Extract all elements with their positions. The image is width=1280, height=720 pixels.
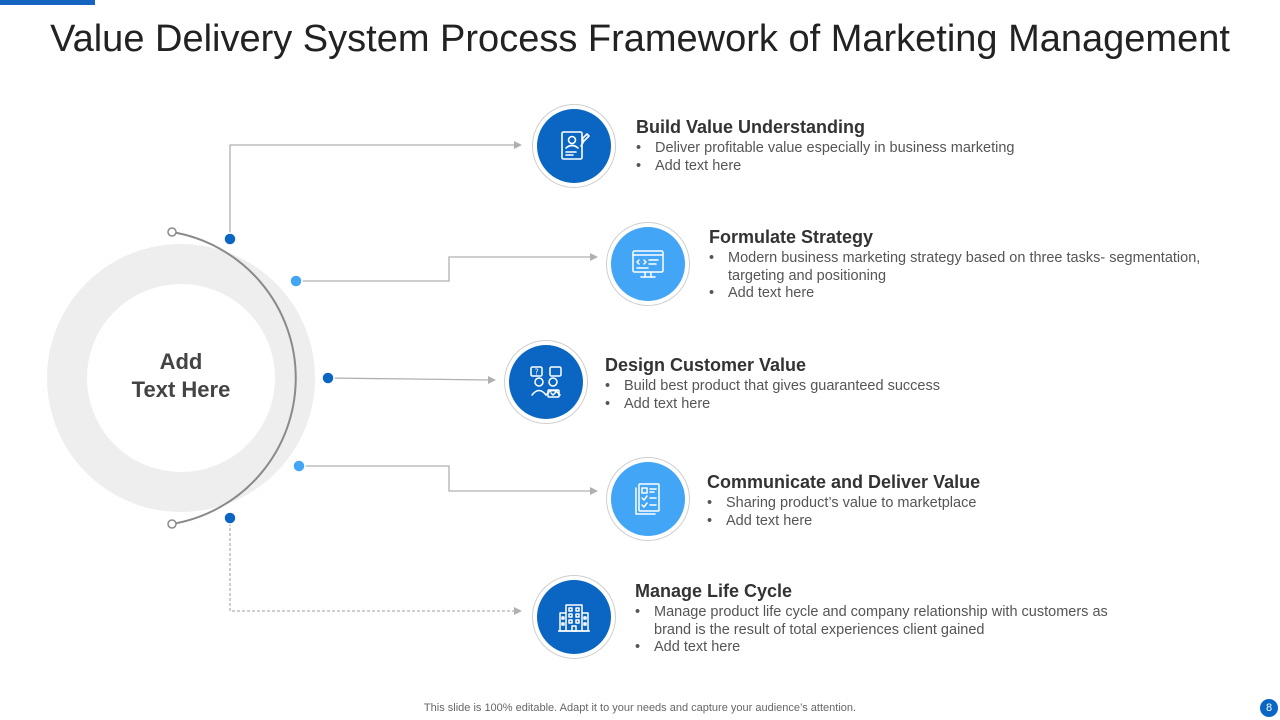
step-5-text: Manage Life Cycle Manage product life cy… — [635, 581, 1108, 657]
step-2-text: Formulate Strategy Modern business marke… — [709, 227, 1200, 303]
connector-5 — [229, 518, 516, 612]
center-label-line1: Add — [159, 349, 203, 374]
connector-4 — [299, 465, 592, 492]
step-1-bullet: Deliver profitable value especially in b… — [636, 140, 1014, 158]
step-5-bullet: Manage product life cycle and company re… — [635, 604, 1108, 639]
step-4-bullet: Add text here — [707, 513, 980, 531]
connector-3 — [327, 377, 491, 381]
arc-start-dot — [167, 227, 177, 237]
center-label: Add Text Here — [101, 348, 261, 404]
slide-title: Value Delivery System Process Framework … — [50, 18, 1230, 60]
arc-node-4 — [292, 459, 306, 473]
arc-node-2 — [289, 274, 303, 288]
step-5-icon-circle — [532, 575, 616, 659]
arrowhead-4 — [590, 487, 598, 495]
step-3-bullet: Add text here — [605, 396, 940, 414]
arc-node-3 — [321, 371, 335, 385]
step-4-icon-circle — [606, 457, 690, 541]
arrowhead-3 — [488, 376, 496, 384]
step-3-title: Design Customer Value — [605, 355, 807, 375]
connector-2 — [296, 256, 592, 282]
step-5-bullet-line2: brand is the result of total experiences… — [654, 621, 985, 638]
step-4-text: Communicate and Deliver Value Sharing pr… — [707, 472, 980, 530]
step-3-text: Design Customer Value Build best product… — [605, 355, 940, 413]
step-5-bullet: Add text here — [635, 639, 1108, 657]
connector-1 — [229, 144, 516, 239]
arc-node-5 — [223, 511, 237, 525]
step-2-bullet-line1: Modern business marketing strategy based… — [728, 250, 1201, 266]
svg-text:?: ? — [535, 368, 539, 377]
footer-note: This slide is 100% editable. Adapt it to… — [423, 702, 857, 714]
arc-end-dot — [167, 519, 177, 529]
code-monitor-icon — [632, 250, 664, 278]
step-3-icon-circle: ? — [504, 340, 588, 424]
step-2-icon-circle — [606, 222, 690, 306]
step-1-bullet: Add text here — [636, 158, 1014, 176]
customer-chat-icon: ? — [530, 366, 562, 398]
profile-document-icon — [561, 131, 590, 160]
step-4-title: Communicate and Deliver Value — [707, 472, 981, 492]
step-5-title: Manage Life Cycle — [635, 581, 793, 601]
step-1-text: Build Value Understanding Deliver profit… — [636, 117, 1014, 175]
step-1-title: Build Value Understanding — [636, 117, 866, 137]
arrowhead-5 — [514, 607, 522, 615]
building-icon — [558, 604, 590, 632]
arrowhead-1 — [514, 141, 522, 149]
arc-line — [171, 231, 297, 525]
step-2-title: Formulate Strategy — [709, 227, 874, 247]
page-number-badge: 8 — [1260, 699, 1278, 717]
step-1-icon-circle — [532, 104, 616, 188]
step-2-bullet: Add text here — [709, 285, 1200, 303]
arc-node-1 — [223, 232, 237, 246]
arrowhead-2 — [590, 253, 598, 261]
corner-accent — [0, 0, 95, 5]
center-label-line2: Text Here — [131, 377, 231, 402]
step-5-bullet-line1: Manage product life cycle and company re… — [654, 604, 1108, 620]
step-2-bullet-line2: targeting and positioning — [728, 267, 887, 284]
checklist-icon — [635, 483, 660, 515]
step-3-bullet: Build best product that gives guaranteed… — [605, 378, 940, 396]
step-2-bullet: Modern business marketing strategy based… — [709, 250, 1200, 285]
step-4-bullet: Sharing product’s value to marketplace — [707, 495, 980, 513]
